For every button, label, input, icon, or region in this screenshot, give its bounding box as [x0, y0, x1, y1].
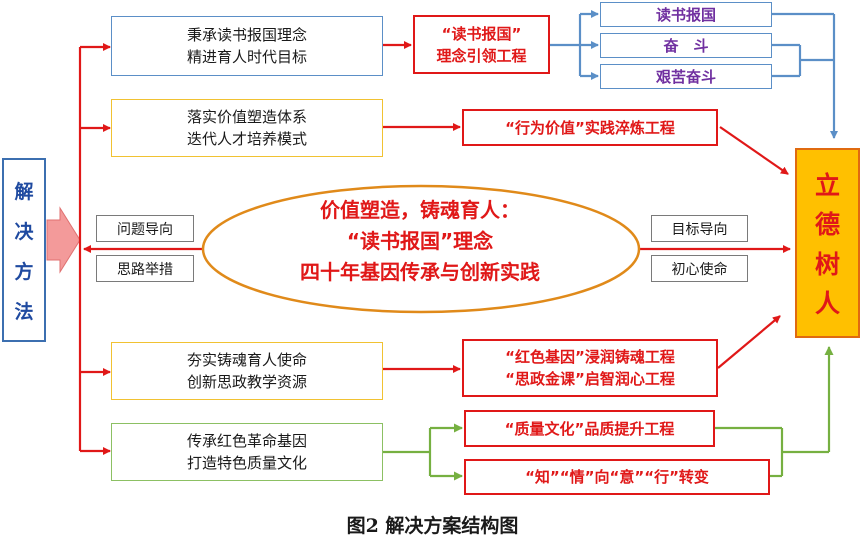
left-title-char: 法 — [14, 300, 34, 323]
row-line: 落实价值塑造体系 — [186, 108, 307, 126]
project-line: 理念引领工程 — [436, 46, 527, 65]
center-line-1: 价值塑造，铸魂育人： — [320, 198, 520, 222]
sub-item-label: 艰苦奋斗 — [655, 67, 716, 86]
sub-item-3: 艰苦奋斗 — [600, 64, 772, 89]
left-title-char: 解 — [14, 180, 34, 203]
project-line: “读书报国” — [441, 24, 522, 43]
right-title-char: 树 — [814, 249, 840, 279]
center-line-3: 四十年基因传承与创新实践 — [300, 260, 540, 284]
project-box-1: “读书报国” 理念引领工程 — [413, 15, 550, 74]
sub-item-1: 读书报国 — [600, 2, 772, 27]
row-line: 夯实铸魂育人使命 — [186, 351, 307, 369]
big-arrow-icon — [46, 206, 81, 274]
side-label: 思路举措 — [117, 261, 173, 278]
right-title-char: 德 — [814, 210, 840, 240]
project-box-3: “红色基因”浸润铸魂工程 “思政金课”启智润心工程 — [462, 339, 718, 397]
sub-item-label: 奋 斗 — [663, 36, 709, 55]
project-line: “红色基因”浸润铸魂工程 — [505, 348, 675, 366]
row-line: 精进育人时代目标 — [186, 48, 307, 66]
project-line: “思政金课”启智润心工程 — [505, 370, 675, 388]
center-line-2: “读书报国”理念 — [346, 229, 494, 253]
label-goal-oriented: 目标导向 — [651, 215, 748, 242]
row-line: 秉承读书报国理念 — [186, 26, 307, 44]
sub-item-2: 奋 斗 — [600, 33, 772, 58]
row-box-3: 夯实铸魂育人使命 创新思政教学资源 — [111, 342, 383, 400]
row-line: 迭代人才培养模式 — [186, 130, 307, 148]
sub-item-label: 读书报国 — [655, 5, 716, 24]
center-theme: 价值塑造，铸魂育人： “读书报国”理念 四十年基因传承与创新实践 — [230, 195, 610, 288]
center-ellipse — [201, 184, 641, 314]
figure-caption: 图2 解决方案结构图 — [346, 515, 519, 537]
moral-education-title: 立 德 树 人 — [795, 148, 860, 338]
label-approach: 思路举措 — [96, 255, 194, 282]
row-line: 创新思政教学资源 — [186, 373, 307, 391]
solution-method-title: 解 决 方 法 — [2, 158, 46, 342]
row-line: 打造特色质量文化 — [186, 454, 307, 472]
side-label: 目标导向 — [671, 221, 728, 238]
project-box-2: “行为价值”实践淬炼工程 — [462, 109, 718, 146]
project-box-4: “质量文化”品质提升工程 — [464, 410, 715, 447]
row-box-4: 传承红色革命基因 打造特色质量文化 — [111, 423, 383, 481]
label-original-mission: 初心使命 — [651, 255, 748, 282]
right-title-char: 人 — [814, 289, 840, 319]
label-problem-oriented: 问题导向 — [96, 215, 194, 242]
row-line: 传承红色革命基因 — [186, 432, 307, 450]
project-box-5: “知”“情”向“意”“行”转变 — [464, 459, 770, 495]
left-title-char: 方 — [14, 260, 34, 283]
side-label: 初心使命 — [671, 261, 728, 278]
project-line: “行为价值”实践淬炼工程 — [505, 118, 675, 137]
project-line: “质量文化”品质提升工程 — [504, 419, 675, 438]
row-box-2: 落实价值塑造体系 迭代人才培养模式 — [111, 99, 383, 157]
left-title-char: 决 — [14, 220, 34, 243]
row-box-1: 秉承读书报国理念 精进育人时代目标 — [111, 16, 383, 76]
project-line: “知”“情”向“意”“行”转变 — [525, 468, 709, 486]
side-label: 问题导向 — [117, 221, 173, 238]
right-title-char: 立 — [814, 170, 840, 200]
